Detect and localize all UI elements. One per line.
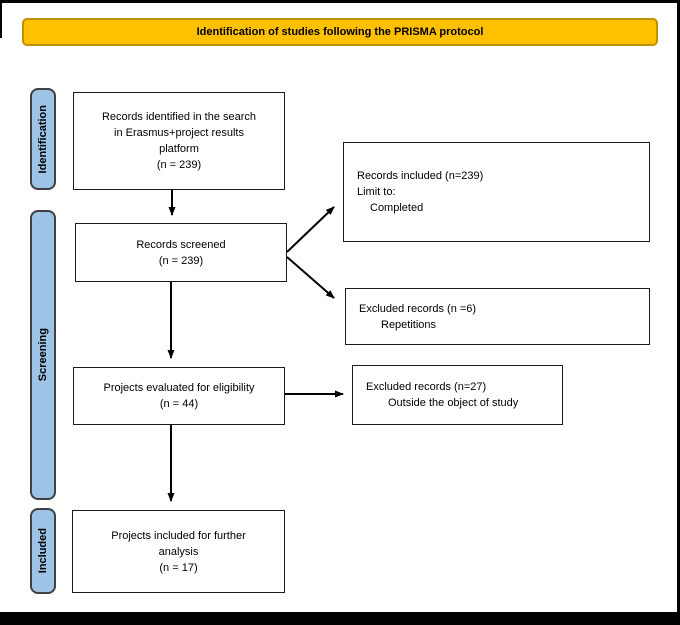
box-text-line: Excluded records (n=27): [366, 381, 487, 393]
stage-label-text: Screening: [37, 328, 49, 382]
stage-label-text: Included: [37, 528, 49, 574]
box-text-line: analysis: [158, 545, 199, 558]
box-records-included: Records included (n=239) Limit to: Compl…: [343, 142, 650, 242]
box-projects-included: Projects included for further analysis (…: [72, 510, 285, 593]
box-text-line: Records identified in the search: [101, 111, 257, 123]
frame-border-top: [0, 0, 680, 3]
diagram-title-banner: Identification of studies following the …: [22, 18, 658, 46]
box-excluded-repetitions: Excluded records (n =6) Repetitions: [345, 288, 650, 345]
box-text-line: (n = 44): [159, 398, 199, 410]
stage-label-screening: Screening: [30, 210, 56, 500]
box-text-line: (n = 239): [156, 159, 202, 171]
box-records-identified: Records identified in the search in Eras…: [73, 92, 285, 190]
diagram-title: Identification of studies following the …: [196, 26, 484, 38]
frame-border-left: [0, 0, 2, 38]
box-records-screened: Records screened (n = 239): [75, 223, 287, 282]
box-text-line: Projects included for further: [111, 529, 246, 542]
box-text-line: (n = 239): [158, 254, 204, 267]
frame-border-bottom: [0, 612, 680, 625]
stage-label-identification: Identification: [30, 88, 56, 190]
box-text-line: Projects evaluated for eligibility: [103, 382, 255, 394]
box-text-line: Records included (n=239): [357, 170, 484, 182]
box-text-line: platform: [159, 143, 199, 155]
box-text-line: Repetitions: [381, 318, 437, 331]
box-text-line: in Erasmus+project results: [114, 127, 244, 139]
box-projects-eligibility: Projects evaluated for eligibility (n = …: [73, 367, 285, 425]
arrow-screened-to-included-records: [286, 206, 335, 253]
box-excluded-outside: Excluded records (n=27) Outside the obje…: [352, 365, 563, 425]
stage-label-text: Identification: [37, 104, 49, 174]
box-text-line: Limit to:: [357, 186, 396, 198]
frame-border-right: [677, 0, 680, 625]
box-text-line: Outside the object of study: [388, 397, 519, 409]
stage-label-included: Included: [30, 508, 56, 594]
box-text-line: Completed: [370, 202, 424, 214]
arrow-screened-to-excluded-repetitions: [286, 256, 335, 299]
box-text-line: Excluded records (n =6): [359, 302, 477, 315]
box-text-line: (n = 17): [159, 561, 198, 574]
box-text-line: Records screened: [136, 238, 226, 251]
